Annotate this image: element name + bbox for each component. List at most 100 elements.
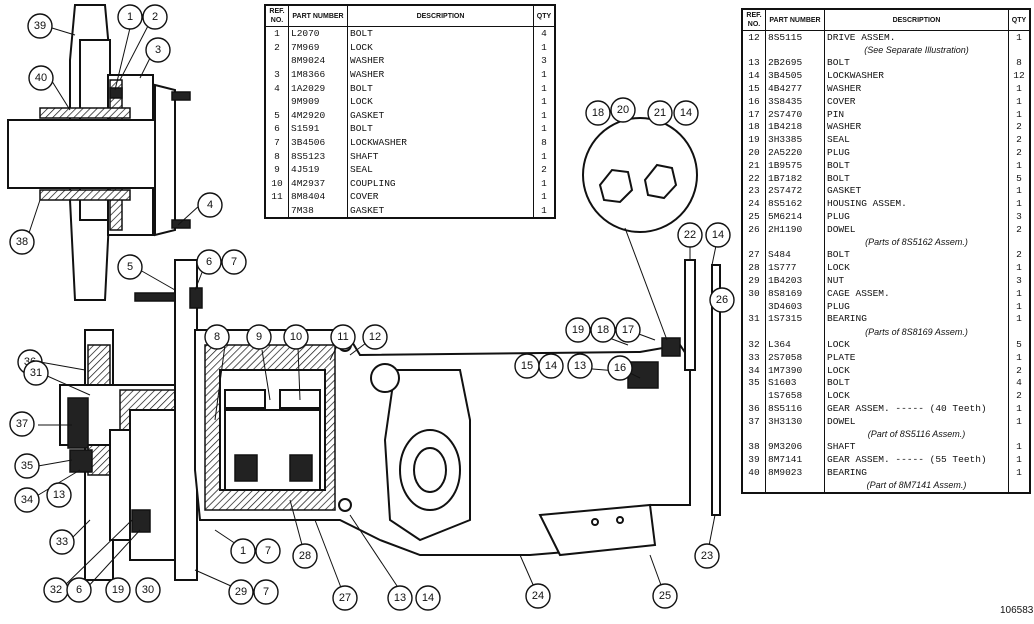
qty-cell: 1 bbox=[541, 69, 547, 81]
callout-circle bbox=[607, 355, 633, 381]
part-number-cell: S484 bbox=[765, 248, 825, 262]
ref-cell: 19 bbox=[742, 133, 766, 147]
part-number-cell: 3B4506 bbox=[288, 135, 348, 150]
callout-3: 3 bbox=[145, 37, 171, 63]
callout-40: 40 bbox=[28, 65, 54, 91]
callout-28: 28 bbox=[292, 543, 318, 569]
ref-cell: 12 bbox=[742, 30, 766, 44]
callout-circle bbox=[567, 353, 593, 379]
ref-cell: 37 bbox=[742, 414, 766, 428]
ref-cell: 8 bbox=[265, 149, 289, 163]
description-cell: LOCK bbox=[347, 94, 534, 109]
callout-label: 33 bbox=[56, 536, 68, 548]
callout-14: 14 bbox=[705, 222, 731, 248]
description-cell: WASHER bbox=[347, 67, 534, 82]
callout-32: 32 bbox=[43, 577, 69, 603]
parts-table-left-header: REF. NO. PART NUMBER DESCRIPTION QTY bbox=[264, 4, 556, 27]
callout-19: 19 bbox=[565, 317, 591, 343]
part-number-cell: 8M7141 bbox=[765, 453, 825, 467]
part-number-cell: L2070 bbox=[288, 26, 348, 41]
callout-circle bbox=[246, 324, 272, 350]
description-cell: (Part of 8M7141 Assem.) bbox=[824, 478, 1009, 493]
callout-31: 31 bbox=[23, 360, 49, 386]
qty-cell: 1 bbox=[541, 96, 547, 108]
ref-cell: 23 bbox=[742, 184, 766, 198]
callout-label: 28 bbox=[299, 550, 311, 562]
qty-cell: 2 bbox=[541, 164, 547, 176]
callout-label: 34 bbox=[21, 494, 33, 506]
callout-circle bbox=[117, 254, 143, 280]
callout-label: 14 bbox=[422, 592, 434, 604]
description-cell: LOCK bbox=[824, 261, 1009, 275]
qty-cell: 2 bbox=[1016, 121, 1022, 133]
qty-cell: 2 bbox=[1016, 223, 1022, 235]
ref-cell: 39 bbox=[742, 453, 766, 467]
ref-cell: 1 bbox=[265, 26, 289, 41]
header-ref: REF. NO. bbox=[264, 4, 289, 27]
ref-cell bbox=[265, 94, 289, 109]
table-row: (See Separate Illustration) bbox=[742, 43, 1030, 57]
ref-cell: 5 bbox=[265, 108, 289, 123]
callout-label: 5 bbox=[127, 261, 133, 273]
qty-cell: 2 bbox=[1016, 390, 1022, 402]
description-cell: PLATE bbox=[824, 350, 1009, 364]
header-qty: QTY bbox=[533, 4, 556, 27]
callout-label: 22 bbox=[684, 229, 696, 241]
qty-cell: 2 bbox=[1016, 364, 1022, 376]
callout-13: 13 bbox=[567, 353, 593, 379]
qty-cell: 1 bbox=[1016, 454, 1022, 466]
description-cell: BEARING bbox=[824, 466, 1009, 479]
callout-circle bbox=[230, 538, 256, 564]
callout-20: 20 bbox=[610, 97, 636, 123]
ref-cell: 7 bbox=[265, 135, 289, 150]
lower-gear-assembly bbox=[59, 259, 203, 581]
callout-circle bbox=[332, 585, 358, 611]
ref-cell: 27 bbox=[742, 248, 766, 262]
description-cell: BEARING bbox=[824, 312, 1009, 326]
callout-circle bbox=[9, 411, 35, 437]
callout-circle bbox=[415, 585, 441, 611]
callout-2: 2 bbox=[142, 4, 168, 30]
qty-cell: 1 bbox=[1016, 159, 1022, 171]
callout-14: 14 bbox=[415, 585, 441, 611]
qty-cell: 1 bbox=[1016, 351, 1022, 363]
description-cell: GASKET bbox=[347, 108, 534, 123]
part-number-cell: 1M8366 bbox=[288, 67, 348, 82]
description-cell: PLUG bbox=[824, 146, 1009, 159]
part-number-cell: 5M6214 bbox=[765, 210, 825, 223]
callout-label: 39 bbox=[34, 20, 46, 32]
callout-label: 25 bbox=[659, 590, 671, 602]
callout-label: 9 bbox=[256, 331, 262, 343]
qty-cell: 1 bbox=[1016, 31, 1022, 43]
part-number-cell: 4M2937 bbox=[288, 176, 348, 191]
description-cell: PLUG bbox=[824, 210, 1009, 223]
callout-6: 6 bbox=[196, 249, 222, 275]
qty-cell: 1 bbox=[541, 41, 547, 53]
part-number-cell: S1603 bbox=[765, 376, 825, 390]
description-cell: COUPLING bbox=[347, 176, 534, 191]
callout-circle bbox=[705, 222, 731, 248]
callout-circle bbox=[647, 100, 673, 126]
description-cell: SHAFT bbox=[347, 149, 534, 163]
part-number-cell: 8S8169 bbox=[765, 286, 825, 300]
callout-circle bbox=[14, 487, 40, 513]
description-cell: LOCK bbox=[347, 40, 534, 55]
callout-label: 35 bbox=[21, 460, 33, 472]
